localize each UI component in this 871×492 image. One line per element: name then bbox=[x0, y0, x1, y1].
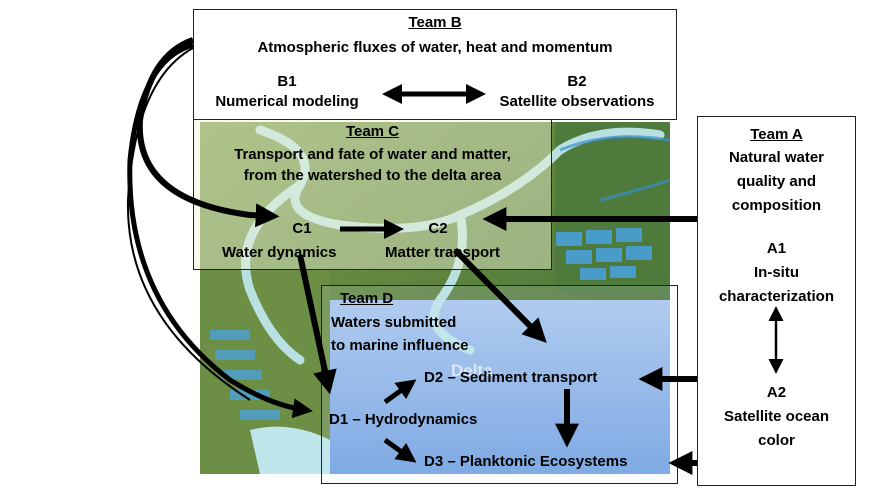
b2-code: B2 bbox=[567, 73, 587, 90]
a2-code: A2 bbox=[766, 384, 787, 401]
team-d-title: Team D bbox=[340, 290, 394, 307]
team-d-line1: Waters submitted bbox=[331, 314, 457, 331]
b1-code: B1 bbox=[277, 73, 297, 90]
b1-label: Numerical modeling bbox=[215, 93, 359, 110]
team-a-box bbox=[697, 116, 856, 486]
team-a-line2: quality and bbox=[736, 173, 817, 190]
a2-line2: color bbox=[758, 432, 795, 449]
b2-label: Satellite observations bbox=[499, 93, 655, 110]
c1-code: C1 bbox=[292, 220, 312, 237]
team-b-title: Team B bbox=[408, 14, 462, 31]
d3-planktonic-ecosystems: D3 – Planktonic Ecosystems bbox=[424, 453, 628, 470]
team-a-title: Team A bbox=[750, 126, 803, 143]
d1-hydrodynamics: D1 – Hydrodynamics bbox=[329, 411, 478, 428]
team-a-line1: Natural water bbox=[728, 149, 825, 166]
team-c-title: Team C bbox=[345, 123, 400, 140]
team-d-line2: to marine influence bbox=[331, 337, 469, 354]
c2-label: Matter transport bbox=[385, 244, 501, 261]
d2-sediment-transport: D2 – Sediment transport bbox=[424, 369, 598, 386]
team-c-line1: Transport and fate of water and matter, bbox=[234, 146, 511, 163]
c1-label: Water dynamics bbox=[222, 244, 337, 261]
a1-line1: In-situ bbox=[754, 264, 799, 281]
a1-code: A1 bbox=[766, 240, 787, 257]
c2-code: C2 bbox=[428, 220, 448, 237]
delta-map-label: Delta bbox=[451, 361, 493, 380]
team-a-line3: composition bbox=[731, 197, 822, 214]
a2-line1: Satellite ocean bbox=[723, 408, 830, 425]
a1-line2: characterization bbox=[718, 288, 835, 305]
team-c-line2: from the watershed to the delta area bbox=[243, 167, 502, 184]
team-b-subtitle: Atmospheric fluxes of water, heat and mo… bbox=[257, 39, 613, 56]
